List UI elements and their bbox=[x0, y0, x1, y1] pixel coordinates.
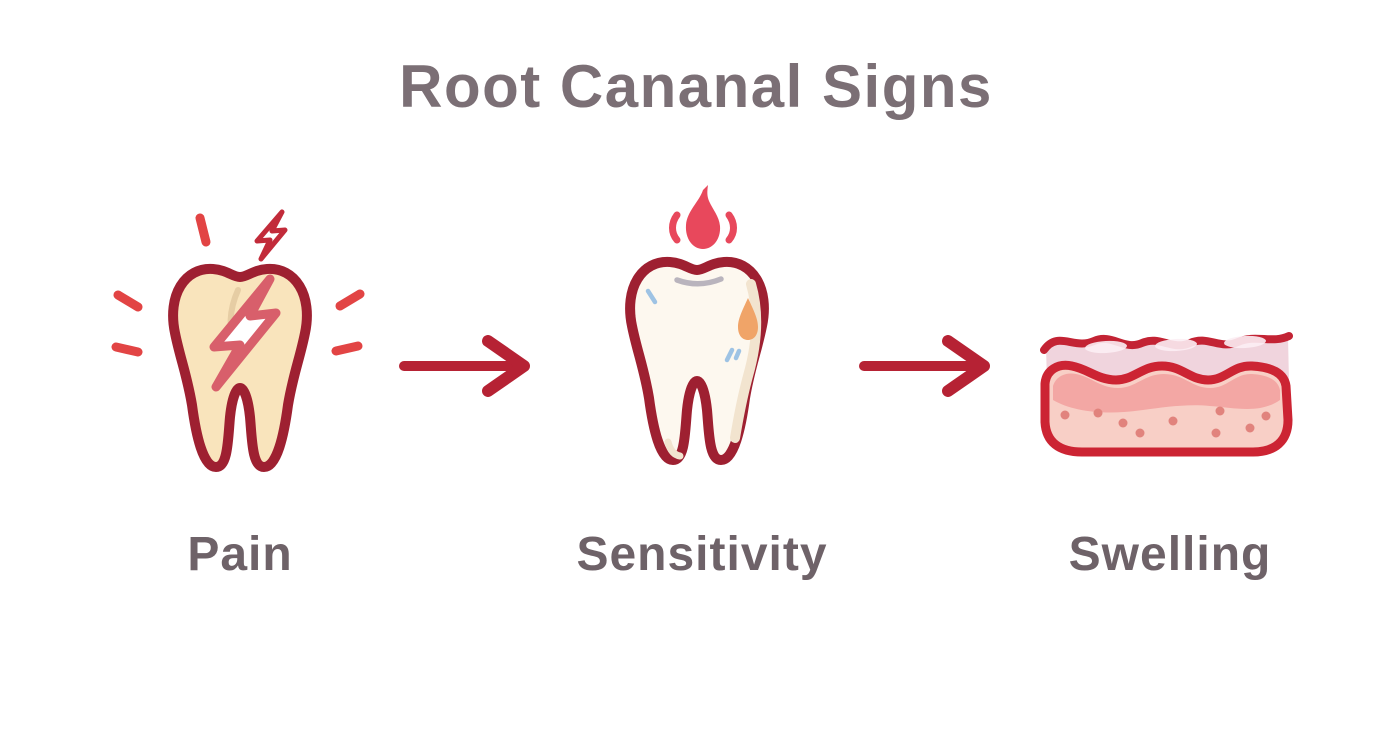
cold-speck bbox=[724, 347, 735, 363]
skin-highlights bbox=[1085, 335, 1266, 354]
arrow-right-icon bbox=[859, 335, 990, 397]
page-title: Root Cananal Signs bbox=[399, 53, 993, 120]
tooth-hot-cold-icon bbox=[570, 185, 850, 490]
cold-speck bbox=[733, 348, 742, 361]
tooth-shading bbox=[730, 279, 762, 443]
small-lightning-icon bbox=[254, 209, 288, 262]
enamel-gloss bbox=[674, 276, 724, 287]
inflammation-dots bbox=[1060, 406, 1271, 438]
tooth-outline bbox=[173, 269, 307, 467]
flame-icon bbox=[669, 185, 737, 249]
root-shading bbox=[664, 438, 684, 460]
pain-label: Pain bbox=[187, 528, 293, 581]
lightning-bolt-icon bbox=[209, 274, 281, 392]
gum-inner-band bbox=[1053, 373, 1280, 413]
cold-speck bbox=[645, 288, 658, 305]
swelling-label: Swelling bbox=[1068, 528, 1272, 581]
pain-burst-dashes-icon bbox=[111, 213, 365, 357]
sensitivity-label: Sensitivity bbox=[576, 528, 828, 581]
droplet-icon bbox=[738, 298, 758, 340]
tooth-lightning-icon bbox=[111, 209, 365, 495]
arrow-right-icon bbox=[399, 335, 530, 397]
snowflake-icon bbox=[780, 381, 831, 431]
swollen-gum-icon bbox=[1040, 332, 1293, 457]
